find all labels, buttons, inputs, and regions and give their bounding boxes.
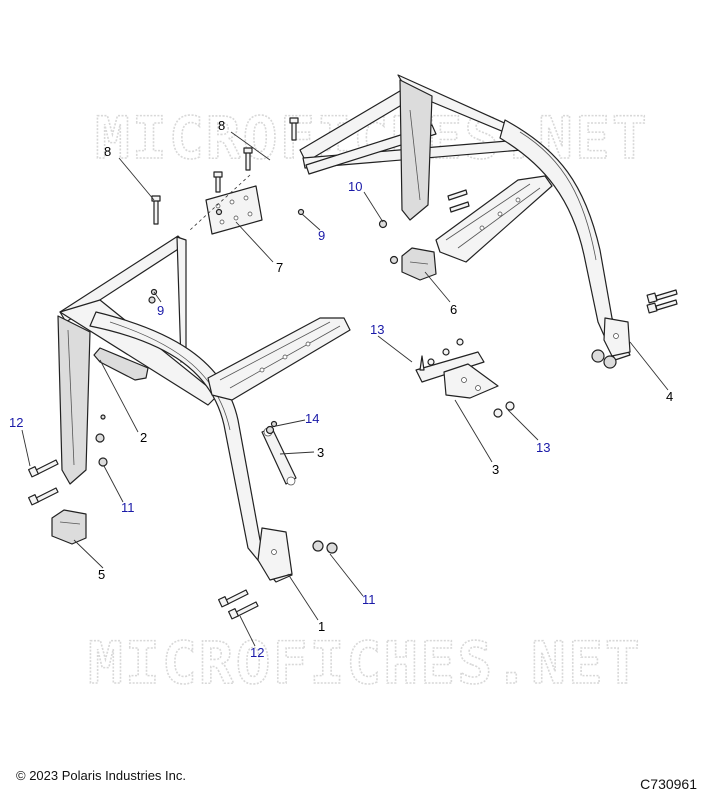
- copyright-notice: © 2023 Polaris Industries Inc.: [16, 768, 186, 783]
- front-cage-assembly: [57, 235, 351, 583]
- mount-front: [51, 509, 87, 545]
- callout-12-left: 12: [9, 415, 23, 430]
- callout-9-right: 9: [318, 228, 325, 243]
- callout-2: 2: [140, 430, 147, 445]
- callout-9-left: 9: [157, 303, 164, 318]
- callout-8-right: 8: [218, 118, 225, 133]
- callout-12-bottom: 12: [250, 645, 264, 660]
- callout-11-bottom: 11: [362, 592, 376, 607]
- callout-11-left: 11: [121, 500, 135, 515]
- rear-cage-assembly: [299, 74, 631, 361]
- callout-3-bracket: 3: [492, 462, 499, 477]
- fasteners: [27, 117, 678, 620]
- brace-left: [261, 427, 297, 486]
- figure-code: C730961: [640, 776, 697, 792]
- bracket-right: [415, 351, 499, 399]
- callout-5: 5: [98, 567, 105, 582]
- callout-4: 4: [666, 389, 673, 404]
- splice-plate: [205, 185, 263, 235]
- callout-13-bottom: 13: [536, 440, 550, 455]
- callout-6: 6: [450, 302, 457, 317]
- watermark-bottom: MICROFICHES.NET: [88, 629, 642, 697]
- callout-7: 7: [276, 260, 283, 275]
- callout-labels: 8 8 7 9 9 10 6 4 13 13 3 3 14 2 11 11 5 …: [9, 118, 673, 660]
- callout-1: 1: [318, 619, 325, 634]
- callout-10: 10: [348, 179, 362, 194]
- leader-lines: [21, 131, 669, 647]
- callout-14: 14: [305, 411, 319, 426]
- callout-3-brace: 3: [317, 445, 324, 460]
- callout-13-top: 13: [370, 322, 384, 337]
- callout-8-left: 8: [104, 144, 111, 159]
- mount-rear: [401, 247, 437, 281]
